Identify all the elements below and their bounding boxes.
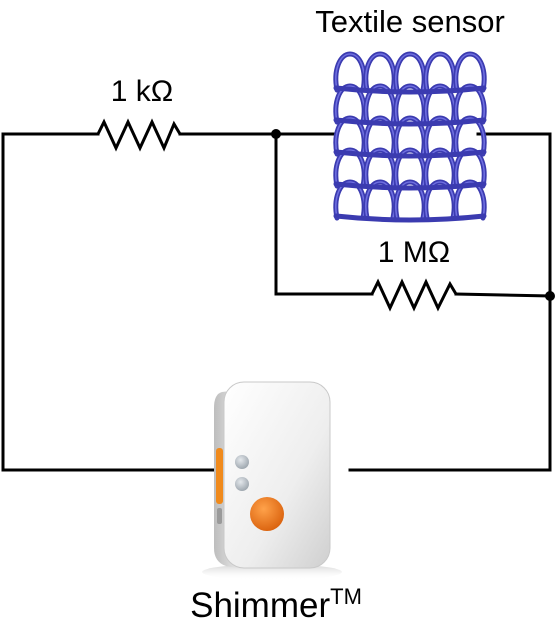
knit-row-yarn bbox=[333, 85, 487, 95]
knit-stitch-highlight bbox=[455, 85, 485, 123]
circuit-wires bbox=[1, 132, 552, 472]
wire-top-right bbox=[476, 132, 552, 298]
junction-dot-icon bbox=[271, 129, 281, 139]
wire-parallel-right bbox=[454, 292, 552, 298]
device-trademark: TM bbox=[330, 584, 362, 609]
device-name: Shimmer bbox=[190, 586, 330, 625]
knit-row-yarn bbox=[333, 213, 487, 223]
shimmer-device-icon bbox=[202, 381, 342, 580]
parallel-resistor bbox=[370, 278, 458, 312]
parallel-resistor-label: 1 MΩ bbox=[378, 236, 450, 269]
wire-parallel-left bbox=[274, 132, 374, 296]
wire-right-bottom bbox=[348, 294, 552, 472]
knit-stitch-highlight bbox=[455, 181, 485, 219]
knit-stitch-highlight bbox=[455, 117, 485, 155]
knit-stitch-highlight bbox=[455, 149, 485, 187]
knit-row-yarn bbox=[333, 117, 487, 127]
knit-row-yarn bbox=[333, 181, 487, 191]
device-label: ShimmerTM bbox=[190, 584, 362, 625]
junction-dot-icon bbox=[545, 291, 555, 301]
series-resistor bbox=[96, 118, 182, 152]
knit-stitch-highlight bbox=[455, 53, 485, 91]
knitted-textile-icon bbox=[333, 51, 487, 223]
series-resistor-label: 1 kΩ bbox=[111, 75, 173, 108]
knit-row-yarn bbox=[333, 149, 487, 159]
textile-sensor-title: Textile sensor bbox=[315, 4, 505, 39]
wire-top-left bbox=[1, 132, 215, 472]
